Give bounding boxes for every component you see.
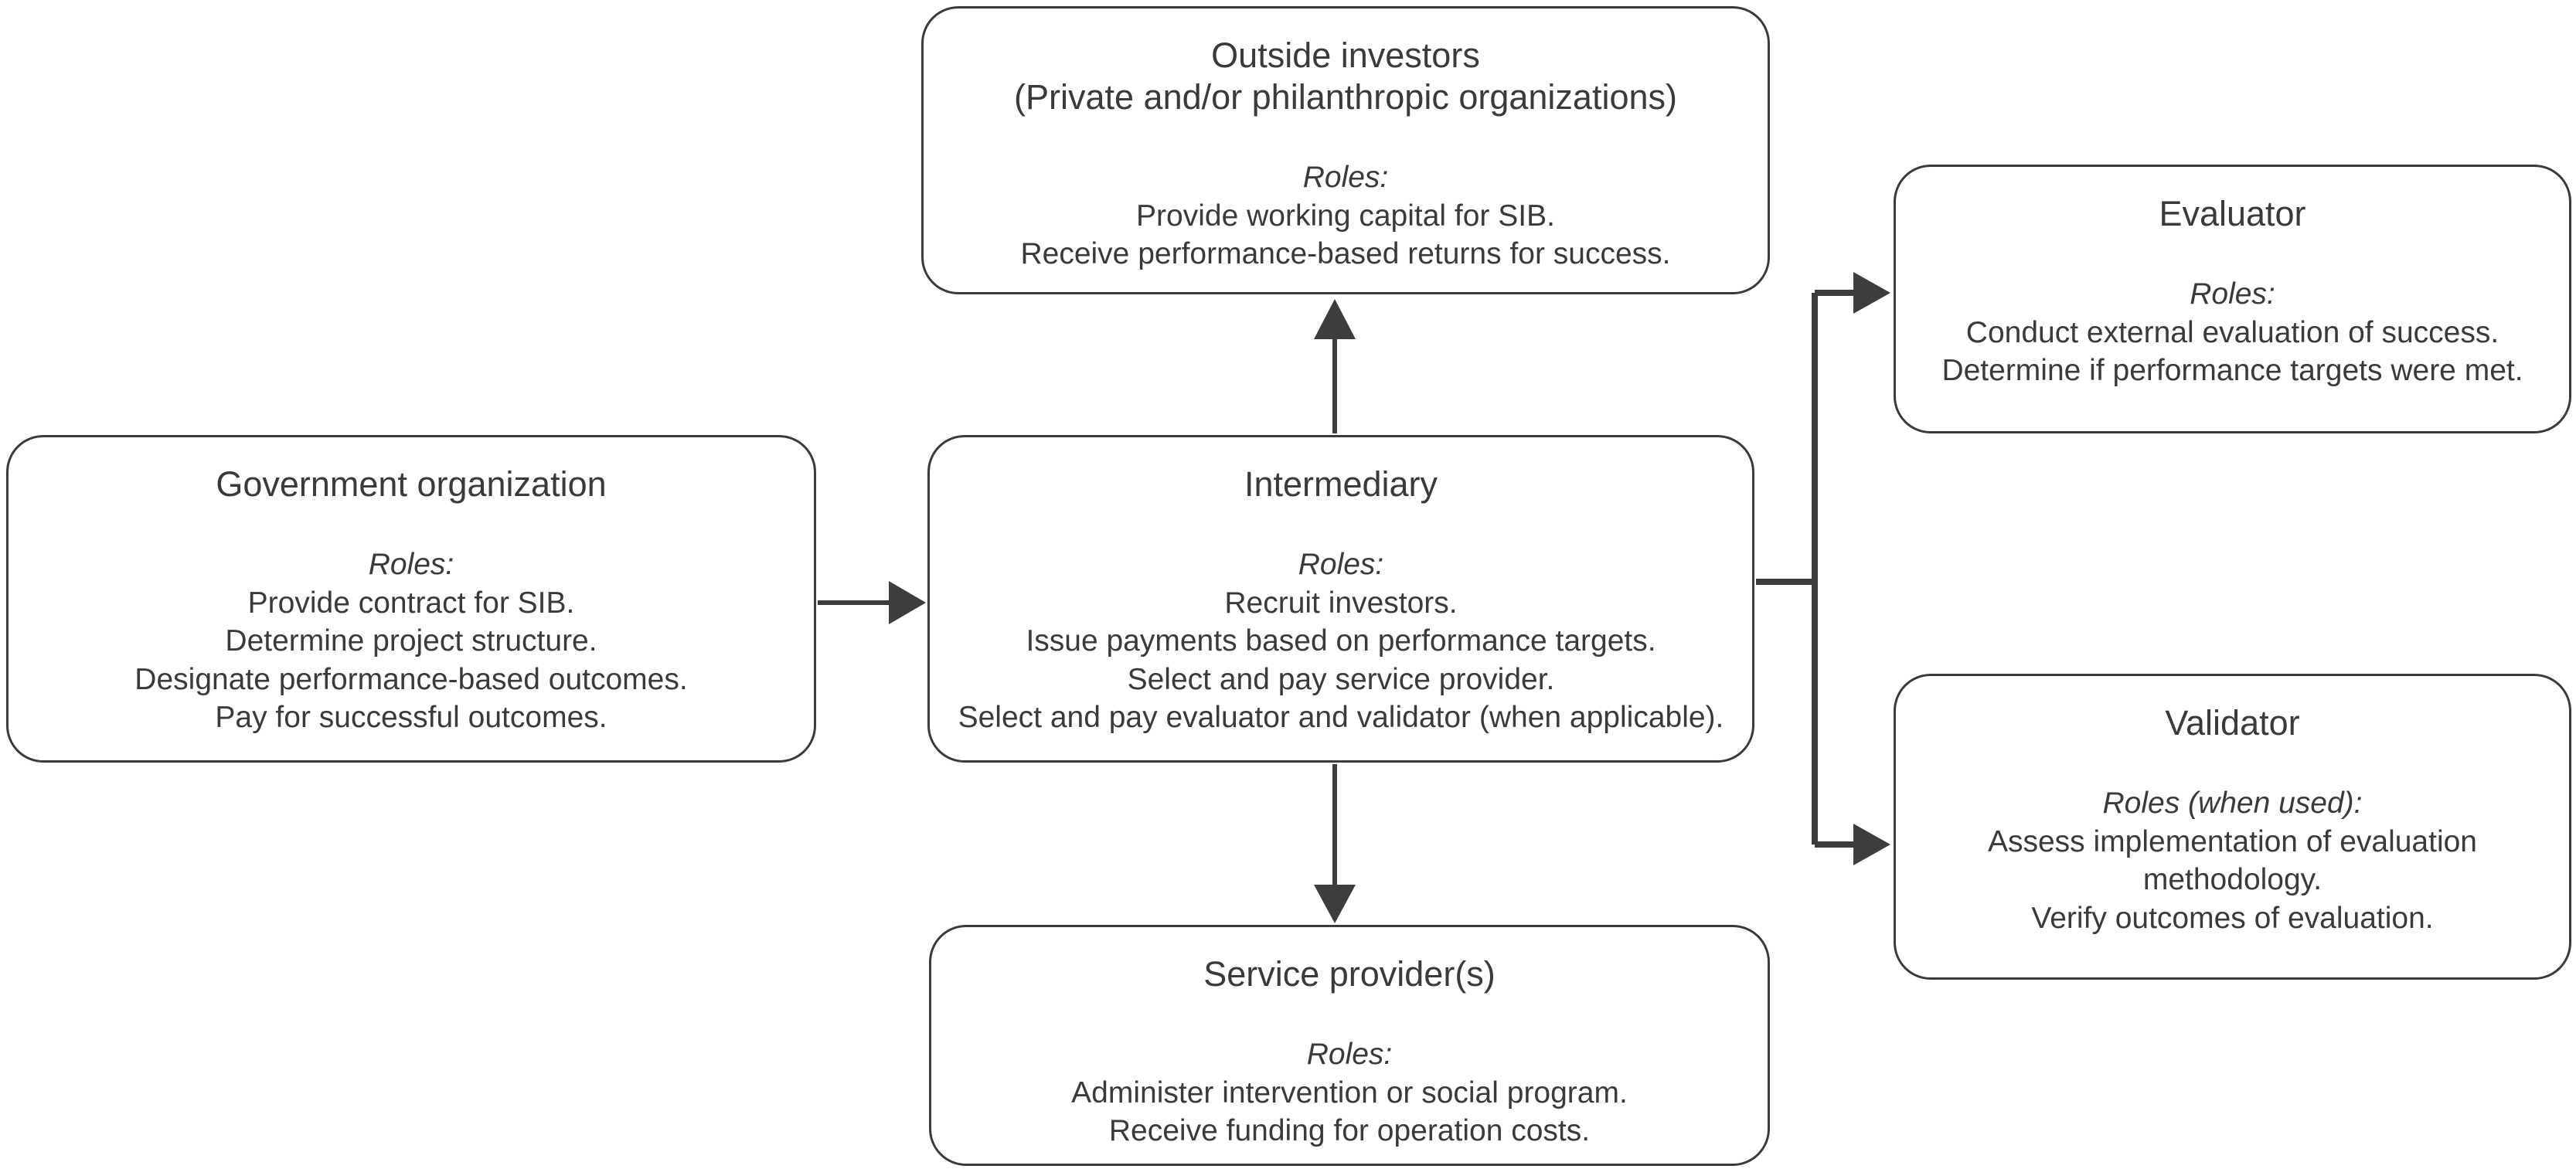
role-line: Designate performance-based outcomes. (134, 662, 688, 696)
roles-label: Roles: (1298, 548, 1384, 581)
outside-investors-subtitle: (Private and/or philanthropic organizati… (1014, 77, 1677, 117)
intermediary-roles: Roles: Recruit investors. Issue payments… (934, 545, 1747, 737)
box-service-provider: Service provider(s) Roles: Administer in… (929, 925, 1770, 1166)
outside-investors-title-line: Outside investors (1211, 36, 1480, 75)
box-government-organization: Government organization Roles: Provide c… (6, 435, 816, 763)
roles-label: Roles (when used): (2102, 787, 2363, 820)
role-line: Issue payments based on performance targ… (1026, 624, 1656, 658)
validator-title: Validator (2165, 703, 2300, 743)
roles-label: Roles: (1302, 161, 1389, 194)
role-line: Provide working capital for SIB. (1136, 199, 1555, 233)
role-line: Receive funding for operation costs. (1108, 1114, 1591, 1148)
role-line: Recruit investors. (1224, 586, 1458, 620)
box-evaluator: Evaluator Roles: Conduct external evalua… (1894, 165, 2571, 433)
role-line: Verify outcomes of evaluation. (2031, 901, 2434, 935)
intermediary-title: Intermediary (1244, 464, 1438, 504)
role-line: Pay for successful outcomes. (215, 701, 607, 735)
roles-label: Roles: (2190, 277, 2275, 311)
arrowhead-down-icon (1314, 885, 1356, 923)
role-line: Determine project structure. (225, 624, 597, 658)
outside-investors-title: Outside investors (Private and/or philan… (931, 35, 1760, 118)
outside-investors-roles: Roles: Provide working capital for SIB. … (931, 158, 1760, 274)
service-provider-roles: Roles: Administer intervention or social… (939, 1035, 1760, 1150)
box-outside-investors: Outside investors (Private and/or philan… (921, 6, 1770, 294)
role-line: Determine if performance targets were me… (1941, 354, 2523, 388)
validator-roles: Roles (when used): Assess implementation… (1904, 784, 2561, 937)
box-validator: Validator Roles (when used): Assess impl… (1894, 674, 2571, 980)
role-line: Administer intervention or social progra… (1071, 1076, 1628, 1110)
role-line: Select and pay evaluator and validator (… (958, 701, 1724, 735)
role-line: Receive performance-based returns for su… (1020, 237, 1671, 271)
government-roles: Roles: Provide contract for SIB. Determi… (16, 545, 806, 737)
roles-label: Roles: (368, 548, 454, 581)
arrowhead-up-icon (1314, 299, 1356, 339)
arrowhead-right-icon (889, 581, 926, 624)
roles-label: Roles: (1306, 1038, 1393, 1071)
role-line: Select and pay service provider. (1127, 662, 1555, 696)
service-provider-title: Service provider(s) (1203, 954, 1496, 994)
evaluator-title: Evaluator (2159, 194, 2306, 233)
evaluator-roles: Roles: Conduct external evaluation of su… (1904, 275, 2561, 390)
arrowhead-right-icon (1853, 824, 1890, 865)
government-title: Government organization (216, 464, 607, 504)
box-intermediary: Intermediary Roles: Recruit investors. I… (927, 435, 1754, 763)
role-line: Assess implementation of evaluation meth… (1987, 824, 2477, 897)
role-line: Provide contract for SIB. (247, 586, 575, 620)
role-line: Conduct external evaluation of success. (1965, 315, 2499, 349)
arrowhead-right-icon (1853, 272, 1890, 314)
